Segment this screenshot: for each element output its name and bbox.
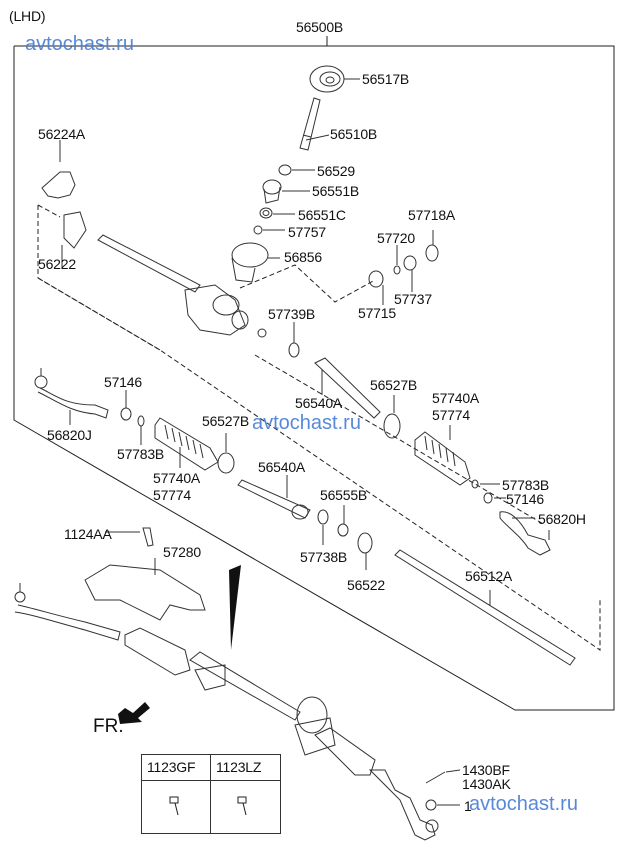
part-label-56527B-left[interactable]: 56527B	[202, 413, 250, 429]
part-label-56540A-lower[interactable]: 56540A	[258, 459, 306, 475]
part-label-56820H[interactable]: 56820H	[538, 511, 586, 527]
assembly-part-number[interactable]: 56500B	[296, 19, 344, 35]
part-56529-drawing	[278, 164, 315, 176]
part-1430BF-drawing	[425, 769, 461, 784]
part-57715-drawing	[368, 270, 384, 305]
part-label-56224A[interactable]: 56224A	[38, 126, 86, 142]
part-label-56540A-upper[interactable]: 56540A	[295, 395, 343, 411]
watermark-top: avtochast.ru	[25, 33, 134, 55]
part-56820H-drawing	[499, 511, 551, 556]
rack-housing-drawing	[97, 234, 280, 338]
part-label-57718A[interactable]: 57718A	[408, 207, 456, 223]
fastener-column-1123LZ[interactable]: 1123LZ	[216, 759, 262, 775]
part-57280-drawing	[84, 558, 206, 621]
part-56224A-drawing	[41, 140, 76, 199]
part-obscured-nut-drawing	[425, 799, 460, 811]
table-divider	[210, 755, 211, 833]
fastener-column-1123GF[interactable]: 1123GF	[147, 759, 196, 775]
part-56540A-lower-drawing	[237, 475, 311, 520]
part-56512A-drawing	[394, 549, 576, 666]
part-56551B-drawing	[262, 179, 310, 204]
part-label-57783B-left[interactable]: 57783B	[117, 446, 165, 462]
part-label-57757[interactable]: 57757	[288, 224, 326, 240]
part-label-56222[interactable]: 56222	[38, 256, 76, 272]
part-label-56517B[interactable]: 56517B	[362, 71, 410, 87]
part-label-56820J[interactable]: 56820J	[47, 427, 92, 443]
lhd-label: (LHD)	[9, 8, 46, 24]
part-label-57774-left[interactable]: 57774	[153, 487, 191, 503]
part-label-57280[interactable]: 57280	[163, 544, 201, 560]
part-label-56510B[interactable]: 56510B	[330, 126, 378, 142]
part-56540A-upper-drawing	[314, 357, 381, 419]
part-57757-drawing	[253, 225, 285, 235]
part-57146-right-drawing	[483, 492, 506, 504]
part-label-56551B[interactable]: 56551B	[312, 183, 360, 199]
part-label-57783B-right[interactable]: 57783B	[502, 477, 550, 493]
part-57718A-drawing	[425, 230, 439, 262]
part-label-1430BF[interactable]: 1430BF	[462, 762, 510, 778]
part-label-57740A-left[interactable]: 57740A	[153, 470, 201, 486]
part-label-56856[interactable]: 56856	[284, 249, 322, 265]
part-57783B-left-drawing	[137, 415, 145, 445]
part-label-57715[interactable]: 57715	[358, 305, 396, 321]
part-57739B-drawing	[288, 322, 300, 358]
part-label-56555B[interactable]: 56555B	[320, 487, 368, 503]
table-header-divider	[142, 780, 280, 781]
part-56517B-drawing	[309, 65, 360, 93]
bolt-icon-1123GF	[169, 796, 179, 804]
rack-housing-boundary	[37, 205, 601, 651]
front-direction-label: FR.	[93, 716, 124, 737]
part-label-56512A[interactable]: 56512A	[465, 568, 513, 584]
part-label-57739B[interactable]: 57739B	[268, 306, 316, 322]
wedge-indicator	[229, 565, 241, 650]
bolt-icon-1123LZ	[237, 796, 247, 804]
front-arrow-icon	[118, 702, 150, 724]
part-label-57740A-right[interactable]: 57740A	[432, 390, 480, 406]
part-label-obscured[interactable]: 1	[464, 798, 472, 814]
part-56551C-drawing	[259, 207, 295, 219]
part-label-56551C[interactable]: 56551C	[298, 207, 346, 223]
part-label-57146-right[interactable]: 57146	[506, 491, 544, 507]
part-label-57737[interactable]: 57737	[394, 291, 432, 307]
part-57783B-right-drawing	[471, 479, 500, 489]
fastener-bolt-icons	[169, 796, 247, 816]
part-57740A-right-drawing	[414, 425, 471, 486]
part-label-57146-left[interactable]: 57146	[104, 374, 142, 390]
part-56555B-drawing	[337, 505, 349, 537]
part-label-56522[interactable]: 56522	[347, 577, 385, 593]
fastener-table: 1123GF 1123LZ	[141, 754, 281, 834]
assembly-drawing	[14, 583, 439, 841]
watermark-bottom: avtochast.ru	[469, 793, 578, 815]
part-57737-drawing	[403, 255, 417, 292]
part-56527B-left-drawing	[217, 433, 235, 474]
part-56820J-drawing	[34, 368, 109, 425]
assembly-frame	[13, 45, 615, 711]
part-label-57774-right[interactable]: 57774	[432, 407, 470, 423]
part-57146-left-drawing	[120, 390, 132, 421]
part-56510B-drawing	[299, 97, 330, 151]
part-label-1430AK[interactable]: 1430AK	[462, 776, 511, 792]
part-57720-drawing	[393, 245, 401, 275]
part-1124AA-drawing	[105, 527, 154, 547]
part-56522-drawing	[357, 532, 373, 570]
part-label-56527B-right[interactable]: 56527B	[370, 377, 418, 393]
part-label-1124AA[interactable]: 1124AA	[64, 526, 112, 542]
watermark-middle: avtochast.ru	[252, 412, 361, 434]
part-57738B-drawing	[317, 509, 329, 545]
part-label-56529[interactable]: 56529	[317, 163, 355, 179]
part-label-57720[interactable]: 57720	[377, 230, 415, 246]
part-56527B-right-drawing	[383, 395, 401, 439]
part-56222-drawing	[61, 211, 87, 268]
part-label-57738B[interactable]: 57738B	[300, 549, 348, 565]
